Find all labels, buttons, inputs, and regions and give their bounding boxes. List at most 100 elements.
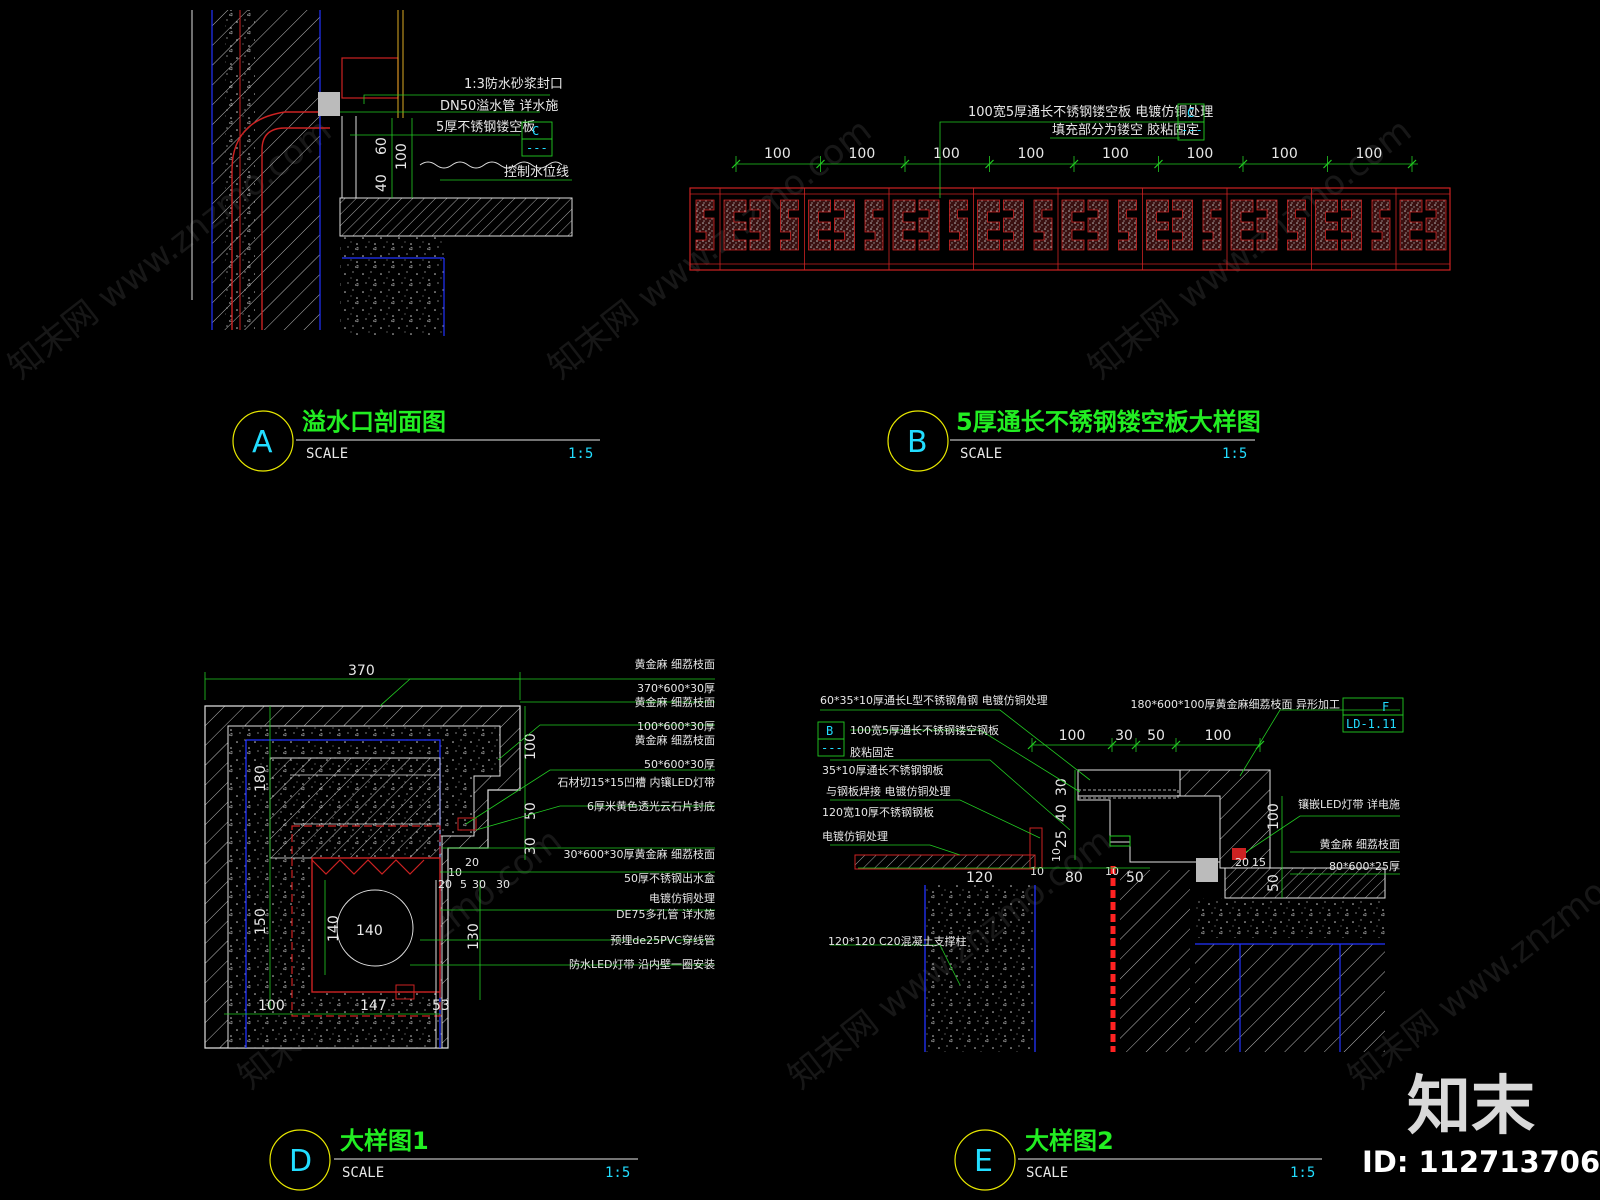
note-a-pipe: DN50溢水管 详水施 [440, 99, 558, 114]
note-a-waterline: 控制水位线 [504, 165, 569, 180]
title-block-a: A 溢水口剖面图 SCALE 1:5 [232, 408, 600, 472]
detail-letter-b: B [907, 425, 928, 460]
detail-title-b: 5厚通长不锈钢镂空板大样图 [956, 408, 1261, 436]
note-d-5: 黄金麻 细荔枝面 [635, 733, 716, 747]
dim-e-50: 50 [1126, 870, 1144, 886]
dim-e-10a: 10 [1030, 865, 1044, 878]
brand-logo: 知末 [1407, 1070, 1535, 1144]
dim-b-1: 100 [764, 146, 791, 162]
dim-b-4: 100 [1018, 146, 1045, 162]
dim-e-40: 40 [1054, 804, 1070, 822]
dim-d-20a: 20 [438, 878, 452, 891]
detail-a-section: 60 100 40 1:3防水砂浆封口 DN50溢水管 详水施 5厚不锈钢镂空板… [191, 10, 573, 336]
dim-d-130: 130 [466, 923, 482, 950]
detail-title-a: 溢水口剖面图 [302, 408, 446, 436]
note-e-right-4: 80*600*25厚 [1329, 860, 1400, 873]
scale-ratio-a: 1:5 [568, 446, 593, 462]
tag-b-sheet: --- [1181, 123, 1203, 137]
scale-ratio-e: 1:5 [1290, 1165, 1315, 1181]
perforation-cell [1202, 188, 1278, 270]
dim-d-bottom-100: 100 [258, 998, 285, 1014]
dim-d-10: 10 [448, 866, 462, 879]
note-e-left-7: 电镀仿铜处理 [822, 829, 888, 843]
note-e-left-1: 60*35*10厚通长L型不锈钢角钢 电镀仿铜处理 [820, 693, 1048, 707]
dim-a-100: 100 [394, 143, 410, 170]
dim-e-top-1: 100 [1059, 728, 1086, 744]
dim-d-bottom-147: 147 [360, 998, 387, 1014]
detail-e-notes: 60*35*10厚通长L型不锈钢角钢 电镀仿铜处理100宽5厚通长不锈钢镂空钢板… [820, 693, 1400, 948]
title-block-d: D 大样图1 SCALE 1:5 [269, 1127, 638, 1191]
note-d-8: 6厚米黄色透光云石片封底 [587, 799, 715, 813]
dim-b-6: 100 [1187, 146, 1214, 162]
dim-a-60: 60 [374, 137, 390, 155]
perforation-cell [949, 188, 1024, 270]
dim-d-30b: 30 [496, 878, 510, 891]
dim-b-2: 100 [849, 146, 876, 162]
dim-d-140h: 140 [356, 923, 383, 939]
note-d-1: 黄金麻 细荔枝面 [635, 657, 716, 671]
note-e-left-8: 120*120 C20混凝土支撑柱 [828, 934, 967, 948]
perforated-pattern [695, 188, 1447, 270]
dim-e-top-4: 100 [1205, 728, 1232, 744]
note-d-7: 石材切15*15凹槽 内镶LED灯带 [557, 775, 715, 789]
dim-b-5: 100 [1102, 146, 1129, 162]
perforation-cell [1118, 188, 1193, 270]
dim-e-top-2: 30 [1115, 728, 1133, 744]
tag-e-f-ref: F [1382, 700, 1389, 714]
detail-title-e: 大样图2 [1025, 1127, 1114, 1155]
tag-e-b-ref: B [826, 724, 833, 738]
note-d-13: 预埋de25PVC穿线管 [610, 933, 715, 947]
note-d-10: 50厚不锈钢出水盒 [624, 871, 715, 885]
scale-label-b: SCALE [960, 446, 1002, 462]
dim-e-80: 80 [1065, 870, 1083, 886]
perforation-cell [864, 188, 940, 270]
perforation-cell [695, 188, 771, 270]
note-e-left-5: 与钢板焊接 电镀仿铜处理 [826, 784, 951, 798]
scale-ratio-b: 1:5 [1222, 446, 1247, 462]
perforation-cell [780, 188, 855, 270]
scale-label-e: SCALE [1026, 1165, 1068, 1181]
dim-d-100: 100 [523, 733, 539, 760]
dim-e-10b: 10 [1105, 865, 1119, 878]
detail-letter-e: E [974, 1144, 993, 1179]
title-block-b: B 5厚通长不锈钢镂空板大样图 SCALE 1:5 [887, 408, 1261, 472]
dim-d-370: 370 [348, 663, 375, 679]
dim-d-5: 5 [460, 878, 467, 891]
dim-e-25: 25 [1054, 830, 1070, 848]
tag-e-f-sheet: LD-1.11 [1346, 717, 1397, 731]
note-e-left-3: 胶粘固定 [850, 745, 894, 759]
detail-title-d: 大样图1 [340, 1127, 429, 1155]
note-a-mortar: 1:3防水砂浆封口 [464, 76, 563, 92]
note-e-right-1: 180*600*100厚黄金麻细荔枝面 异形加工 [1131, 697, 1340, 711]
note-a-plate: 5厚不锈钢镂空板 [436, 120, 535, 135]
dim-d-30a: 30 [472, 878, 486, 891]
dim-e-50b: 50 [1266, 874, 1282, 892]
note-d-4: 100*600*30厚 [637, 720, 715, 733]
dim-e-30: 30 [1054, 778, 1070, 796]
scale-label-a: SCALE [306, 446, 348, 462]
dim-d-50: 50 [523, 802, 539, 820]
scale-ratio-d: 1:5 [605, 1165, 630, 1181]
note-d-11: 电镀仿铜处理 [649, 891, 715, 905]
title-block-e: E 大样图2 SCALE 1:5 [954, 1127, 1322, 1191]
dim-b-8: 100 [1356, 146, 1383, 162]
tag-e-b-sheet: --- [821, 741, 843, 755]
note-e-left-6: 120宽10厚不锈钢钢板 [822, 805, 934, 819]
scale-label-d: SCALE [342, 1165, 384, 1181]
dim-d-30: 30 [523, 837, 539, 855]
note-e-right-2: 镶嵌LED灯带 详电施 [1298, 797, 1400, 811]
detail-d-section: 370 180 150 140 140 100 50 30 130 100 14… [204, 657, 715, 1049]
dim-a-40: 40 [374, 174, 390, 192]
perforation-cell [1287, 188, 1362, 270]
perforation-cell [1033, 188, 1109, 270]
tag-b-ref: C [1187, 106, 1194, 120]
note-d-14: 防水LED灯带 沿内壁一圈安装 [569, 957, 715, 971]
dim-e-120: 120 [966, 870, 993, 886]
dim-b-3: 100 [933, 146, 960, 162]
